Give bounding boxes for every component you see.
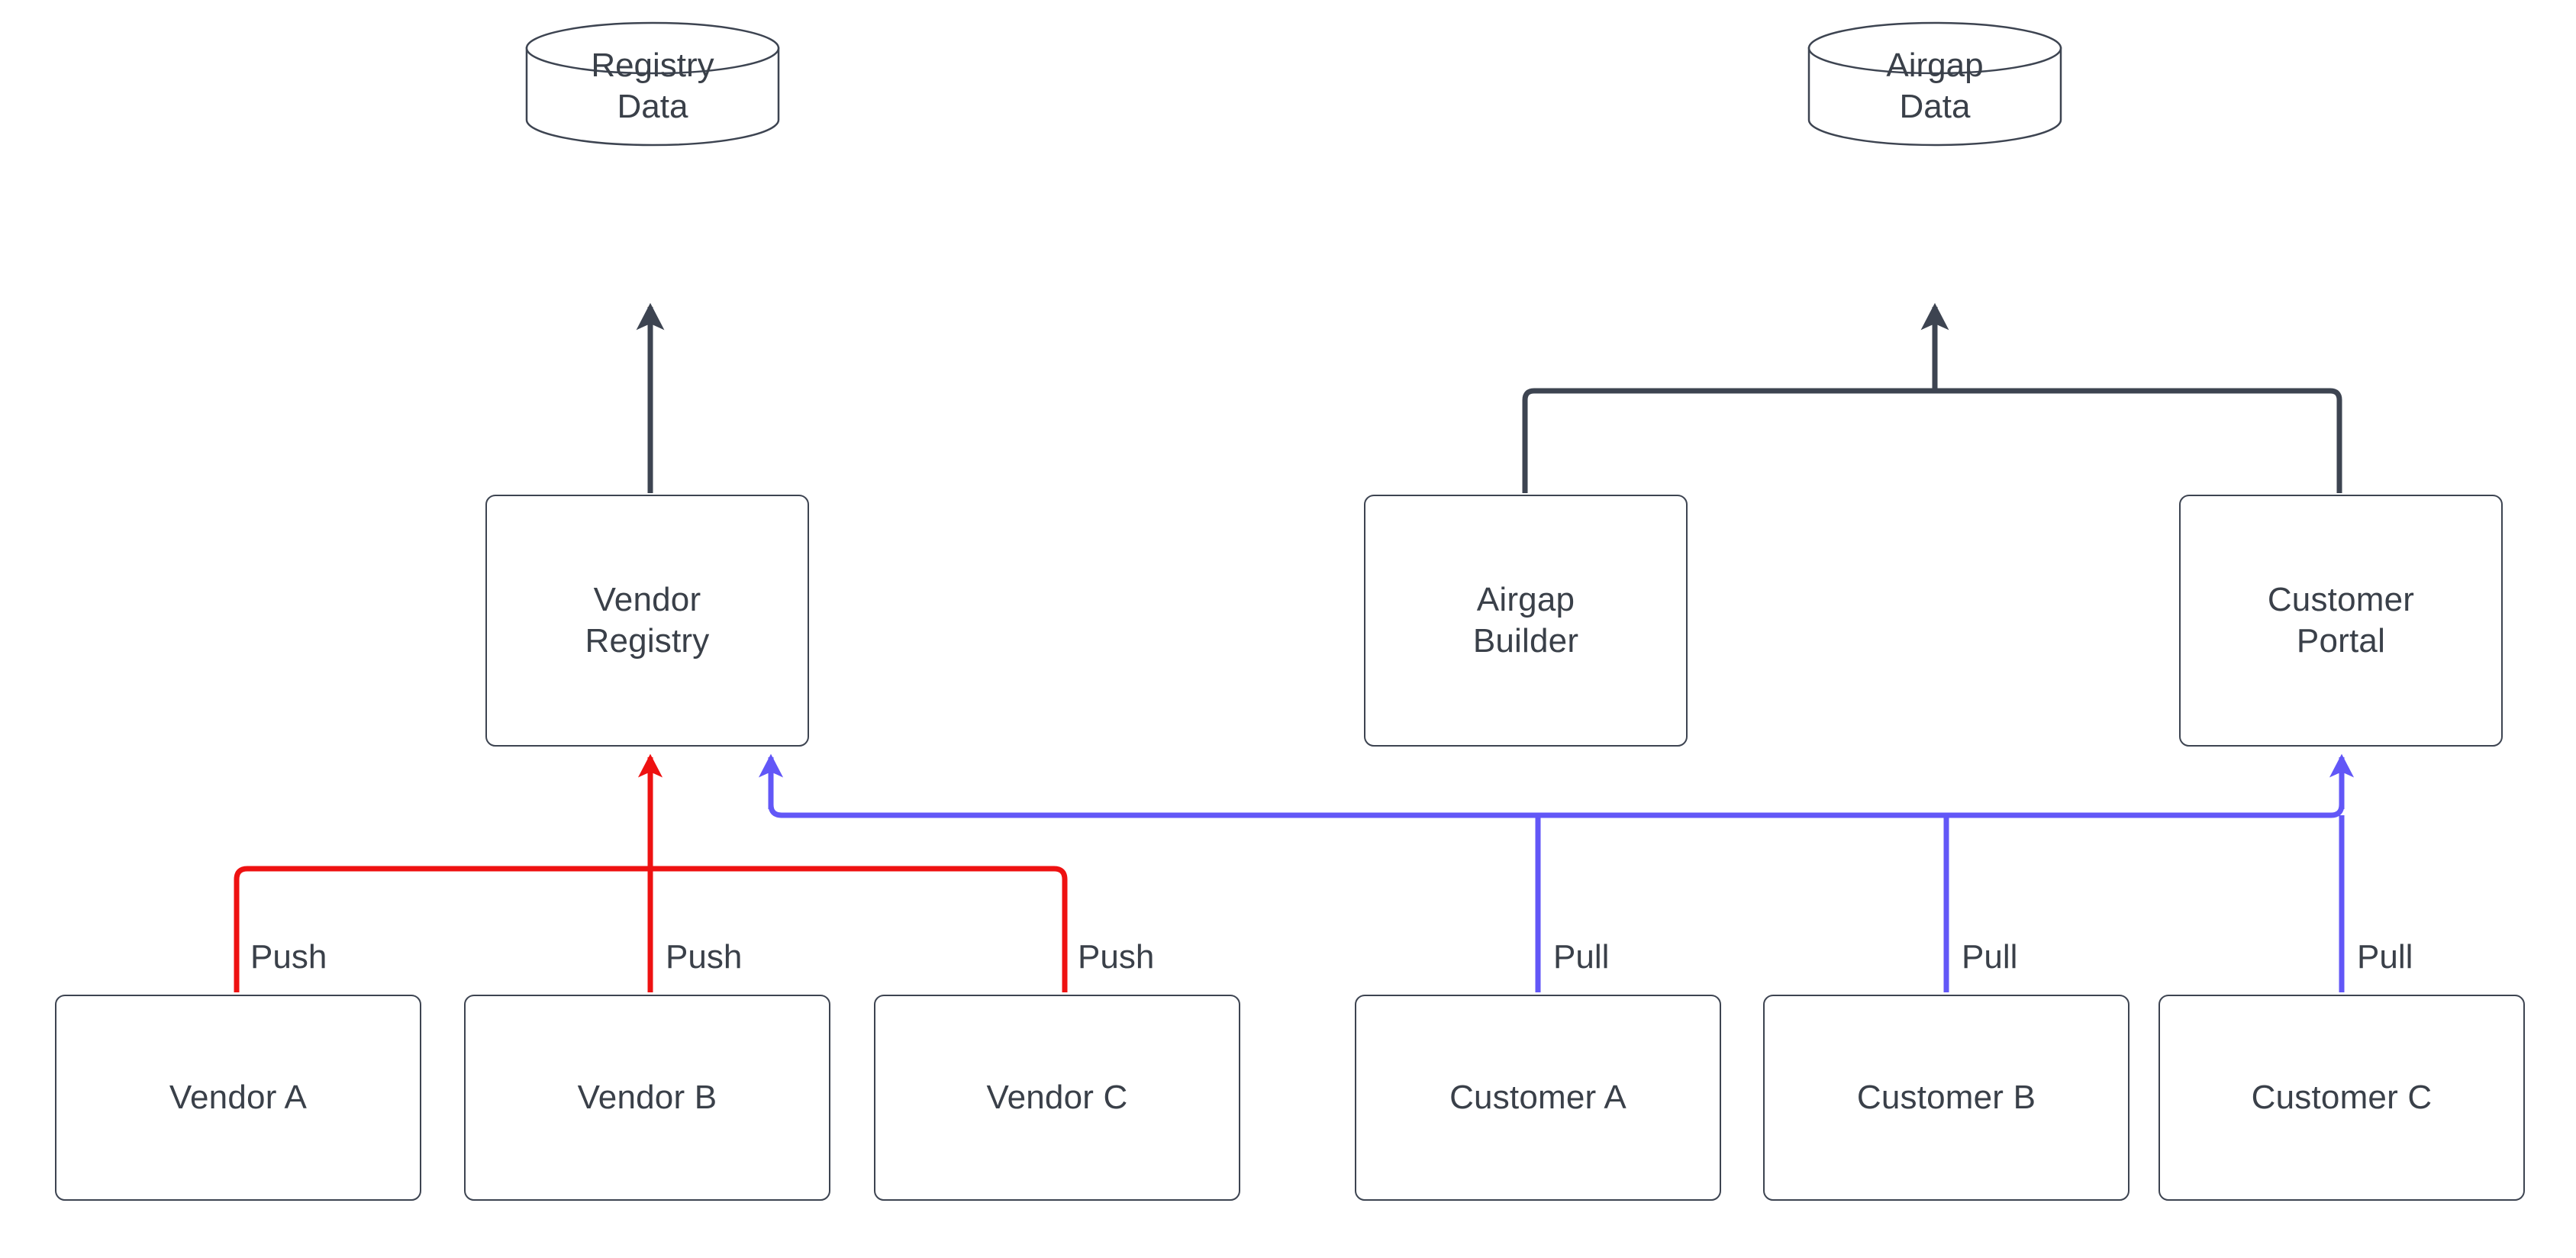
edge-label-pull-customer-c: Pull bbox=[2357, 938, 2413, 976]
edge-label-push-vendor-c: Push bbox=[1078, 938, 1155, 976]
node-customer-portal[interactable]: Customer Portal bbox=[2179, 495, 2503, 747]
node-airgap-builder[interactable]: Airgap Builder bbox=[1364, 495, 1688, 747]
edge-label-pull-customer-b: Pull bbox=[1962, 938, 2018, 976]
edge-customer-portal-to-airgap-data bbox=[1935, 388, 2342, 493]
node-vendor-b[interactable]: Vendor B bbox=[464, 995, 830, 1201]
edge-label-push-vendor-b: Push bbox=[666, 938, 743, 976]
node-customer-b[interactable]: Customer B bbox=[1763, 995, 2129, 1201]
node-customer-c[interactable]: Customer C bbox=[2158, 995, 2525, 1201]
edge-airgap-builder-to-airgap-data bbox=[1522, 388, 1935, 493]
airgap-data-cylinder-shape bbox=[1807, 21, 2062, 147]
node-vendor-c[interactable]: Vendor C bbox=[874, 995, 1240, 1201]
node-customer-a[interactable]: Customer A bbox=[1355, 995, 1721, 1201]
node-vendor-a[interactable]: Vendor A bbox=[55, 995, 421, 1201]
edge-pull-bus bbox=[768, 757, 2345, 818]
node-vendor-registry[interactable]: Vendor Registry bbox=[485, 495, 809, 747]
edge-label-pull-customer-a: Pull bbox=[1553, 938, 1610, 976]
edge-label-push-vendor-a: Push bbox=[250, 938, 327, 976]
registry-data-cylinder-shape bbox=[525, 21, 780, 147]
